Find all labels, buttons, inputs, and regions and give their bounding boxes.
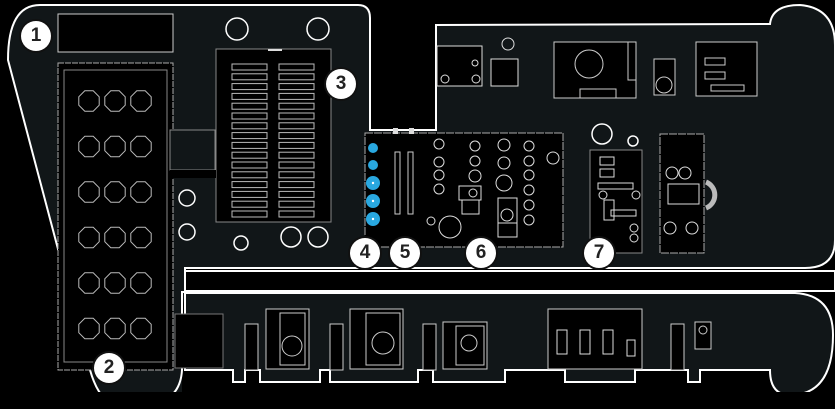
slot-pad [231, 92, 268, 100]
octagon-pad [104, 90, 126, 112]
center-module [364, 128, 564, 248]
mounting-holes [178, 17, 639, 251]
octagon-pad [104, 317, 126, 340]
slot-pad [278, 122, 315, 130]
callout-3[interactable]: 3 [326, 69, 356, 99]
callout-5[interactable]: 5 [390, 238, 420, 268]
slot-pad [231, 102, 268, 110]
slot-pad [278, 171, 315, 179]
slot-pad [278, 132, 315, 140]
callout-6[interactable]: 6 [466, 238, 496, 268]
top-small-module [436, 37, 519, 87]
slot-pad [278, 151, 315, 159]
octagon-pad [130, 317, 152, 340]
slot-pad [278, 73, 315, 81]
octagon-pad [130, 90, 152, 112]
slot-pad [278, 141, 315, 149]
slot-pad [278, 190, 315, 198]
slot-pad [278, 83, 315, 91]
slot-connector-block [215, 48, 332, 223]
octagon-pad [104, 135, 126, 158]
slot-pad [278, 92, 315, 100]
top-right-modules [553, 41, 758, 99]
blue-led [368, 160, 378, 170]
slot-pad [278, 102, 315, 110]
slot-pad [231, 161, 268, 169]
bridge-bar [170, 170, 216, 178]
lower-modules [174, 308, 712, 371]
slot-pad [231, 190, 268, 198]
bottom-void [0, 392, 835, 409]
octagon-pad [130, 135, 152, 158]
octagon-pad [78, 272, 100, 294]
slot-pad [278, 161, 315, 169]
detail-board [589, 133, 718, 254]
slot-pad [231, 122, 268, 130]
callout-4[interactable]: 4 [350, 238, 380, 268]
octagon-pad [78, 135, 100, 158]
octagon-pad [104, 226, 126, 249]
slot-pad [231, 83, 268, 91]
slot-pad [231, 141, 268, 149]
octagon-pad [130, 181, 152, 203]
slot-pad [278, 210, 315, 218]
octagon-pad [130, 272, 152, 294]
led-center-dot [371, 181, 375, 185]
octagon-pad [78, 90, 100, 112]
slot-pad [231, 181, 268, 189]
label-box [57, 13, 174, 53]
slot-pad [278, 63, 315, 71]
octagon-pad [78, 181, 100, 203]
callout-2[interactable]: 2 [94, 353, 124, 383]
board-slot [184, 270, 835, 292]
slot-pad [231, 132, 268, 140]
led-center-dot [371, 217, 375, 221]
slot-pad [231, 171, 268, 179]
slot-pad [278, 200, 315, 208]
octagon-pad [78, 226, 100, 249]
slot-pad [231, 151, 268, 159]
octagon-pad [104, 181, 126, 203]
callout-1[interactable]: 1 [21, 21, 51, 51]
slot-pad [231, 73, 268, 81]
slot-pad [231, 210, 268, 218]
led-center-dot [371, 199, 375, 203]
slot-pad [278, 112, 315, 120]
slot-pad [231, 200, 268, 208]
callout-7[interactable]: 7 [584, 238, 614, 268]
slot-pad [278, 181, 315, 189]
octagon-pad [130, 226, 152, 249]
bridge-box [169, 129, 216, 171]
slot-pad [231, 112, 268, 120]
slot-pad [231, 63, 268, 71]
octagon-pad-array [57, 62, 174, 371]
octagon-pad [78, 317, 100, 340]
blue-led [368, 143, 378, 153]
octagon-pad [104, 272, 126, 294]
lower-component-rows [556, 329, 636, 357]
